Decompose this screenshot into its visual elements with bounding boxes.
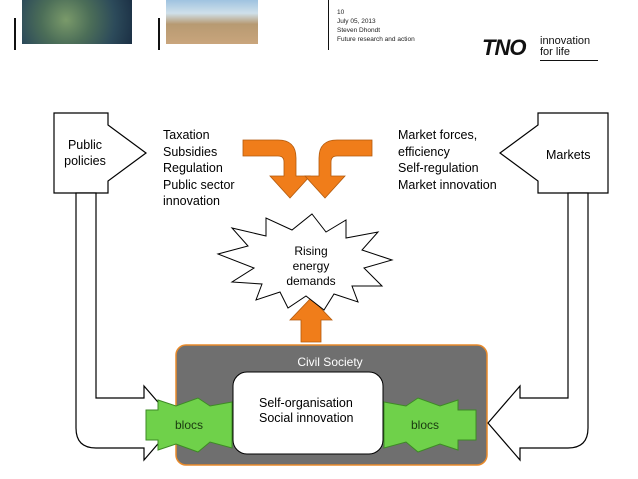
orange-arrow-up	[289, 297, 333, 343]
right-bloc-label: blocs	[410, 418, 439, 432]
header-divider-left	[14, 18, 16, 50]
right-bloc-shape	[383, 397, 477, 453]
slide-number: 10	[337, 9, 345, 16]
satellite-photo-thumbnail	[22, 0, 132, 44]
market-mechanism-item: efficiency	[398, 144, 450, 159]
public-instruments-list: Taxation Subsidies Regulation Public sec…	[163, 127, 235, 210]
rising-demands-starburst	[216, 213, 394, 311]
public-policies-shape	[53, 112, 148, 194]
markets-shape	[498, 112, 609, 194]
public-instrument-item: Regulation	[163, 161, 223, 175]
civil-society-label: Civil Society	[297, 355, 363, 369]
tno-logo-letters: TNO	[482, 35, 526, 60]
tno-logo-tagline: innovation for life	[540, 35, 591, 58]
civil-core-box	[232, 371, 384, 455]
market-mechanisms-list: Market forces, efficiency Self-regulatio…	[398, 127, 497, 193]
tno-logo-underline	[540, 60, 598, 61]
slide-date: July 05, 2013	[337, 18, 376, 25]
public-instrument-item: Taxation	[163, 128, 210, 142]
market-mechanism-item: Market forces,	[398, 128, 478, 142]
public-instrument-item: innovation	[163, 194, 220, 208]
header-divider-right	[328, 0, 329, 50]
left-bloc-shape	[145, 397, 233, 453]
markets-label: Markets	[546, 148, 591, 162]
left-bloc-label: blocs	[174, 418, 203, 432]
public-instrument-item: Subsidies	[163, 144, 218, 159]
beach-photo-thumbnail	[166, 0, 258, 44]
civil-core-label: Self-organisation Social innovation	[259, 396, 354, 425]
slide-author: Steven Dhondt	[337, 27, 381, 34]
slide-subtitle: Future research and action	[337, 36, 415, 43]
public-instrument-item: Public sector	[163, 177, 235, 192]
orange-arrow-left	[242, 139, 311, 199]
central-issue-label: Rising energy demands	[286, 244, 336, 288]
market-mechanism-item: Market innovation	[398, 177, 497, 192]
slide-metadata: 10 July 05, 2013 Steven Dhondt Future re…	[337, 8, 415, 44]
header-divider-middle	[158, 18, 160, 50]
orange-arrow-right	[304, 139, 373, 199]
public-policies-label: Public policies	[64, 138, 106, 168]
market-mechanism-item: Self-regulation	[398, 161, 479, 175]
right-feedback-arrow	[487, 192, 589, 462]
